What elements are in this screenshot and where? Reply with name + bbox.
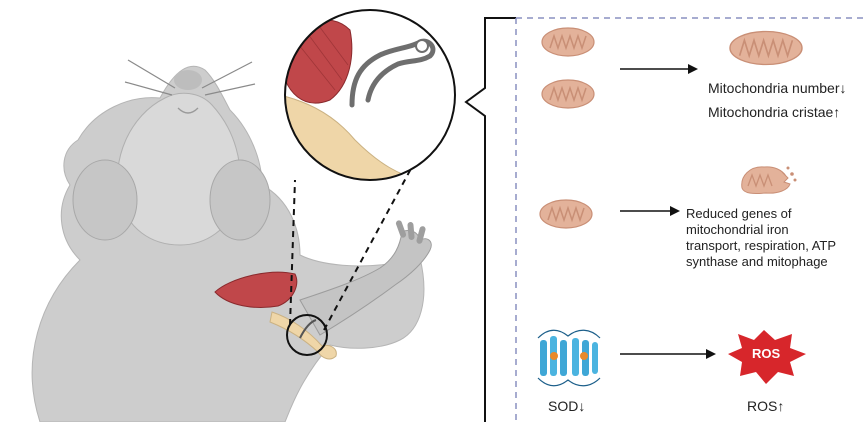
label-reduced-genes-3: transport, respiration, ATP xyxy=(686,238,836,253)
mitochondrion-icon xyxy=(540,200,592,228)
mitochondrion-icon xyxy=(542,80,594,108)
zoom-inset xyxy=(280,10,455,200)
arrow-icon xyxy=(620,64,698,74)
label-reduced-genes-4: synthase and mitophage xyxy=(686,254,828,269)
arrow-icon xyxy=(620,349,716,359)
label-ros: ROS↑ xyxy=(747,398,784,414)
label-mito-number: Mitochondria number↓ xyxy=(708,80,847,96)
panel-bracket xyxy=(466,18,516,422)
label-reduced-genes-2: mitochondrial iron xyxy=(686,222,789,237)
label-sod: SOD↓ xyxy=(548,398,585,414)
mouse-ear-left xyxy=(73,160,137,240)
sod-protein-icon xyxy=(538,330,600,386)
label-reduced-genes-1: Reduced genes of xyxy=(686,206,792,221)
damaged-mitochondrion-icon xyxy=(742,167,797,194)
panel-frame xyxy=(466,18,866,422)
mouse-ear-right xyxy=(210,160,270,240)
mitochondrion-icon xyxy=(542,28,594,56)
arrow-icon xyxy=(620,206,680,216)
label-mito-cristae: Mitochondria cristae↑ xyxy=(708,104,840,120)
mouse-nose xyxy=(174,70,202,90)
mitochondrion-icon xyxy=(730,32,802,65)
label-ros-star: ROS xyxy=(752,346,780,361)
row-1 xyxy=(542,28,802,108)
